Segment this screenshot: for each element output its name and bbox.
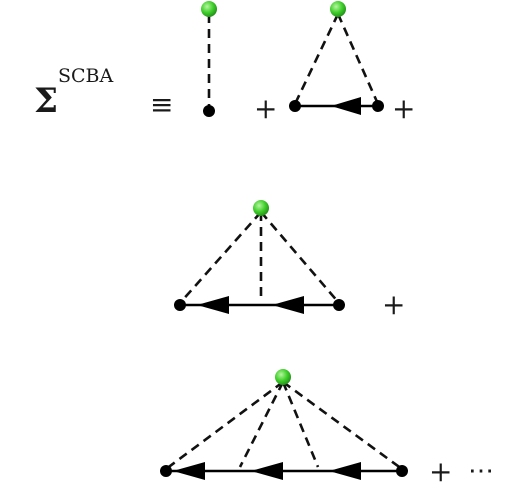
plus-sign-3: +: [382, 288, 405, 321]
plus-sign-1: +: [254, 92, 277, 125]
ellipsis: ⋯: [468, 456, 494, 486]
electron-vertex: [160, 465, 172, 477]
self-energy-superscript: SCBA: [58, 65, 114, 87]
propagator-arrow-icon: [272, 296, 304, 314]
impurity-line: [281, 381, 320, 468]
impurity-line: [179, 211, 262, 304]
plus-sign-2: +: [392, 92, 415, 125]
impurity-line: [282, 380, 403, 471]
impurity-line: [165, 380, 284, 471]
propagator-arrow-icon: [197, 296, 229, 314]
impurity-line: [336, 13, 380, 105]
plus-sign-4: +: [429, 455, 452, 488]
electron-vertex: [333, 299, 345, 311]
impurity-vertex-icon: [253, 200, 269, 216]
propagator-arrow-icon: [331, 97, 361, 115]
propagator-arrow-icon: [251, 462, 283, 480]
diagram-first-order: [201, 1, 217, 117]
impurity-line: [260, 211, 340, 304]
propagator-arrow-icon: [173, 462, 205, 480]
electron-vertex: [174, 299, 186, 311]
equivalence-sign: ≡: [150, 88, 173, 121]
propagator-arrow-icon: [329, 462, 361, 480]
impurity-line: [238, 381, 285, 468]
impurity-vertex-icon: [275, 369, 291, 385]
electron-vertex: [289, 100, 301, 112]
electron-vertex: [372, 100, 384, 112]
self-energy-symbol: Σ: [34, 81, 58, 121]
diagram-fourth-order: [160, 369, 408, 480]
diagram-third-order: [174, 200, 345, 314]
diagram-second-order: [289, 1, 384, 115]
impurity-vertex-icon: [330, 1, 346, 17]
impurity-line: [293, 13, 340, 105]
electron-vertex: [396, 465, 408, 477]
electron-vertex: [203, 105, 215, 117]
impurity-vertex-icon: [201, 1, 217, 17]
